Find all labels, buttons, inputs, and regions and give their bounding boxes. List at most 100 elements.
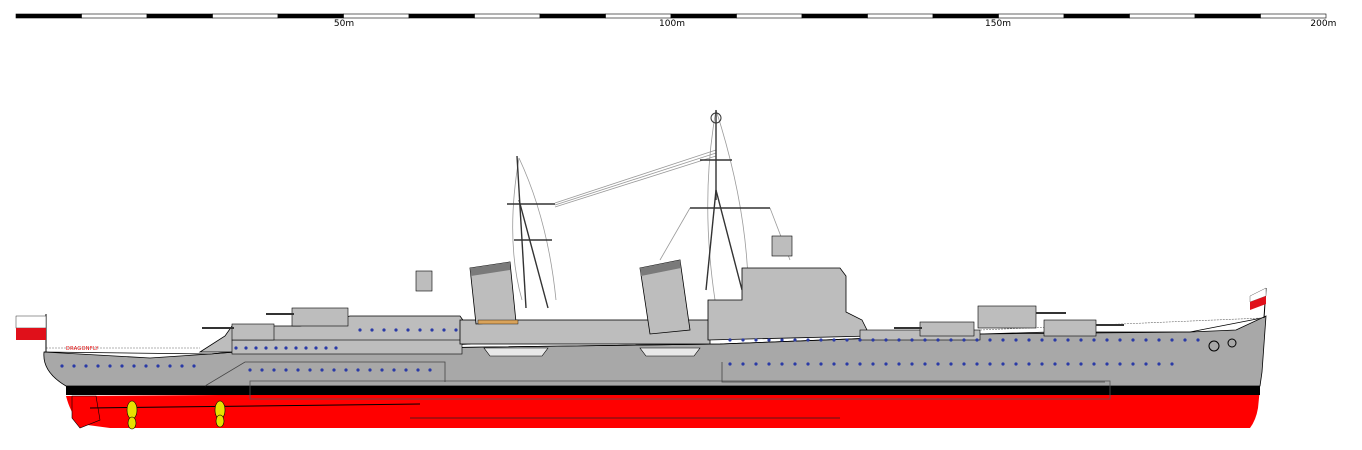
porthole: [884, 338, 888, 342]
porthole: [1092, 362, 1096, 366]
porthole: [1131, 338, 1135, 342]
forward-director: [771, 235, 793, 257]
porthole: [897, 362, 901, 366]
porthole: [819, 338, 823, 342]
porthole: [284, 346, 288, 350]
porthole: [780, 362, 784, 366]
porthole: [358, 328, 362, 332]
porthole: [1040, 338, 1044, 342]
porthole: [260, 368, 264, 372]
porthole: [284, 368, 288, 372]
porthole: [975, 362, 979, 366]
porthole: [1053, 338, 1057, 342]
bridge-structure: [707, 267, 871, 341]
porthole: [274, 346, 278, 350]
porthole: [406, 328, 410, 332]
porthole: [1027, 338, 1031, 342]
armor-belt: [249, 380, 1111, 400]
porthole: [1118, 338, 1122, 342]
porthole: [1105, 362, 1109, 366]
porthole: [936, 338, 940, 342]
porthole: [442, 328, 446, 332]
aft-deckhouse: [231, 339, 463, 355]
porthole: [1040, 362, 1044, 366]
porthole: [884, 362, 888, 366]
porthole: [308, 368, 312, 372]
porthole: [1001, 362, 1005, 366]
porthole: [394, 328, 398, 332]
porthole: [1066, 362, 1070, 366]
porthole: [60, 364, 64, 368]
porthole: [192, 364, 196, 368]
porthole: [1157, 362, 1161, 366]
turret-x: [266, 307, 349, 327]
porthole: [314, 346, 318, 350]
porthole: [1001, 338, 1005, 342]
scale-tick-label: 100m: [659, 19, 685, 29]
porthole: [168, 364, 172, 368]
portholes: [60, 328, 1200, 372]
porthole: [294, 346, 298, 350]
porthole: [1027, 362, 1031, 366]
porthole: [754, 338, 758, 342]
porthole: [741, 338, 745, 342]
porthole: [320, 368, 324, 372]
porthole: [962, 338, 966, 342]
porthole: [334, 346, 338, 350]
porthole: [754, 362, 758, 366]
porthole: [1196, 338, 1200, 342]
porthole: [1144, 338, 1148, 342]
porthole: [382, 328, 386, 332]
porthole: [767, 362, 771, 366]
porthole: [728, 362, 732, 366]
porthole: [741, 362, 745, 366]
porthole: [254, 346, 258, 350]
porthole: [1053, 362, 1057, 366]
porthole: [923, 338, 927, 342]
porthole: [454, 328, 458, 332]
aft-director: [415, 270, 433, 292]
porthole: [418, 328, 422, 332]
porthole: [144, 364, 148, 368]
porthole: [234, 346, 238, 350]
rudder: [71, 395, 101, 429]
antifouling-hull: [66, 388, 1260, 428]
turret-q: [894, 321, 975, 337]
porthole: [949, 362, 953, 366]
porthole: [767, 338, 771, 342]
porthole: [819, 362, 823, 366]
boot-topping: [66, 386, 1260, 395]
porthole: [1079, 338, 1083, 342]
porthole: [120, 364, 124, 368]
porthole: [832, 338, 836, 342]
scale-bar-segment: [1260, 13, 1327, 19]
porthole: [132, 364, 136, 368]
porthole: [244, 346, 248, 350]
propeller-aft: [126, 400, 138, 430]
porthole: [910, 338, 914, 342]
jack-flag: [1249, 287, 1267, 310]
porthole: [1144, 362, 1148, 366]
scale-tick-label: 150m: [985, 19, 1011, 29]
rigging: [512, 109, 791, 301]
porthole: [1079, 362, 1083, 366]
porthole: [392, 368, 396, 372]
porthole: [332, 368, 336, 372]
hull-plating-line-2: [721, 362, 1105, 383]
shaft-line: [89, 403, 421, 409]
porthole: [84, 364, 88, 368]
porthole: [156, 364, 160, 368]
ensign-flag: [15, 315, 47, 340]
porthole: [72, 364, 76, 368]
anchor-hawse: [1208, 340, 1220, 352]
porthole: [1092, 338, 1096, 342]
porthole: [1066, 338, 1070, 342]
porthole: [1131, 362, 1135, 366]
porthole: [1157, 338, 1161, 342]
porthole: [728, 338, 732, 342]
scale-bar: [15, 13, 1327, 19]
porthole: [845, 338, 849, 342]
anchor-hawse-2: [1227, 338, 1237, 348]
porthole: [180, 364, 184, 368]
